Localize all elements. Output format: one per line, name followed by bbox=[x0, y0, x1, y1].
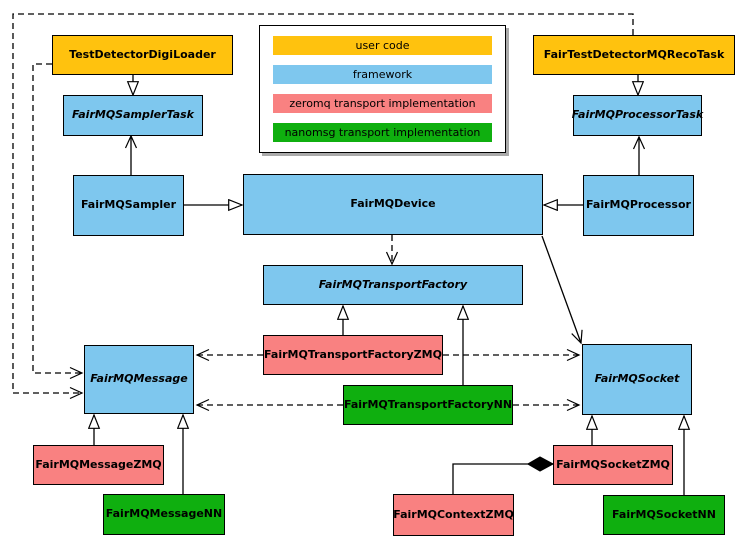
node-fairmqmessagenn: FairMQMessageNN bbox=[103, 494, 225, 535]
edge-digiloader-message bbox=[32, 63, 84, 380]
node-fairmqdevice: FairMQDevice bbox=[243, 174, 543, 235]
node-fairmqsocket: FairMQSocket bbox=[582, 344, 692, 415]
legend-item-framework: framework bbox=[273, 65, 492, 84]
node-fairmqsocketnn: FairMQSocketNN bbox=[603, 495, 725, 535]
edge-contextzmq-socketzmq bbox=[452, 464, 553, 494]
node-fairmqtransportfactoryzmq: FairMQTransportFactoryZMQ bbox=[263, 335, 443, 375]
node-fairmqprocessor: FairMQProcessor bbox=[583, 175, 694, 236]
node-fairtestdetectormqrecotask: FairTestDetectorMQRecoTask bbox=[533, 35, 735, 75]
node-fairmqsocketzmq: FairMQSocketZMQ bbox=[553, 445, 673, 485]
legend-item-nanomsg: nanomsg transport implementation bbox=[273, 123, 492, 142]
legend-item-zeromq: zeromq transport implementation bbox=[273, 94, 492, 113]
node-fairmqtransportfactory: FairMQTransportFactory bbox=[263, 265, 523, 305]
edge-recotask-message bbox=[12, 13, 634, 400]
node-fairmqsampler: FairMQSampler bbox=[73, 175, 184, 236]
node-fairmqtransportfactorynn: FairMQTransportFactoryNN bbox=[343, 385, 513, 425]
node-fairmqmessage: FairMQMessage bbox=[84, 345, 194, 414]
node-fairmqprocessortask: FairMQProcessorTask bbox=[572, 95, 703, 136]
legend-item-user-code: user code bbox=[273, 36, 492, 55]
edge-device-socket bbox=[541, 235, 583, 345]
node-fairmqmessagezmq: FairMQMessageZMQ bbox=[33, 445, 164, 485]
node-fairmqcontextzmq: FairMQContextZMQ bbox=[393, 494, 514, 536]
legend: user code framework zeromq transport imp… bbox=[259, 25, 506, 153]
node-testdetectordigiloader: TestDetectorDigiLoader bbox=[52, 35, 233, 75]
node-fairmqsamplertask: FairMQSamplerTask bbox=[63, 95, 203, 136]
